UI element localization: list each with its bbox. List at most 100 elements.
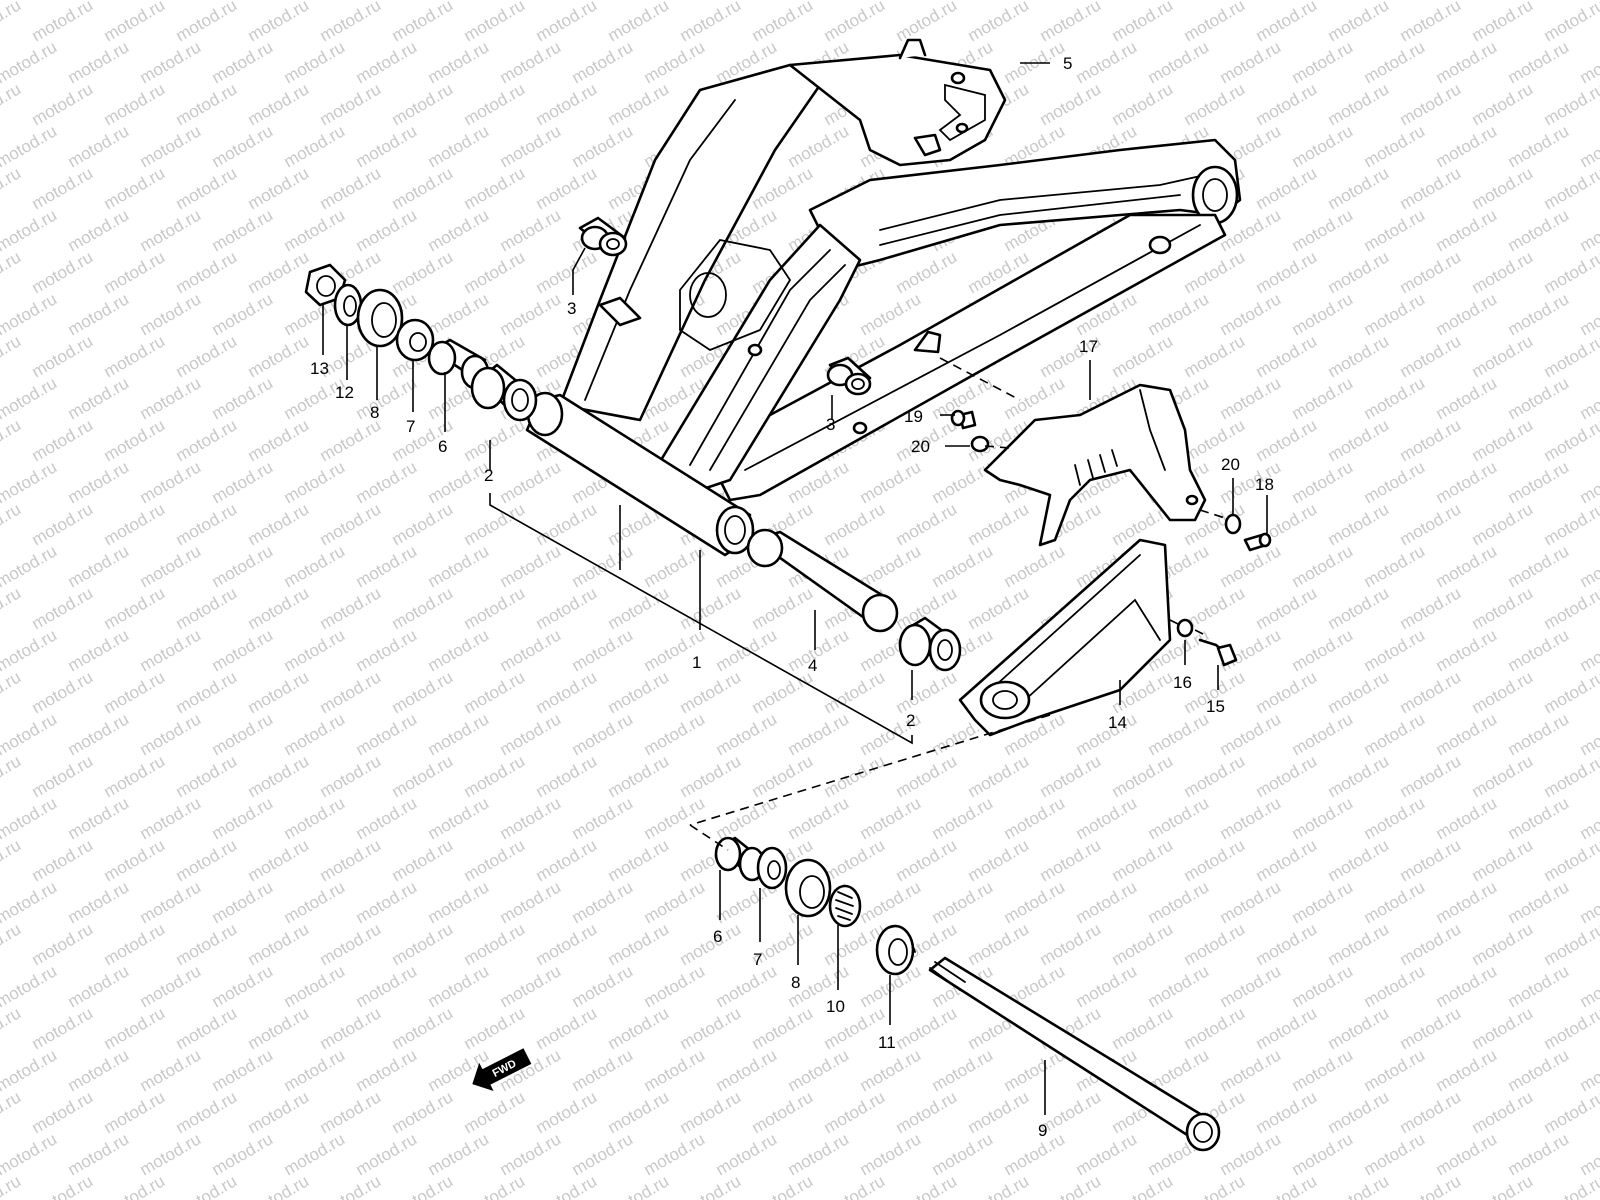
- watermark-text: motod.ru: [1289, 457, 1357, 507]
- watermark-text: motod.ru: [893, 1003, 961, 1053]
- watermark-text: motod.ru: [929, 1129, 997, 1179]
- watermark-text: motod.ru: [209, 205, 277, 255]
- watermark-text: motod.ru: [0, 37, 60, 87]
- watermark-text: motod.ru: [1325, 331, 1393, 381]
- watermark-text: motod.ru: [893, 835, 961, 885]
- watermark-text: motod.ru: [0, 835, 24, 885]
- watermark-text: motod.ru: [0, 1087, 24, 1137]
- watermark-text: motod.ru: [29, 79, 97, 129]
- watermark-text: motod.ru: [1397, 499, 1465, 549]
- watermark-text: motod.ru: [0, 667, 24, 717]
- seal-8-lower: [784, 858, 832, 918]
- watermark-text: motod.ru: [137, 1045, 205, 1095]
- watermark-text: motod.ru: [1145, 709, 1213, 759]
- seal-8-left: [356, 288, 404, 348]
- watermark-text: motod.ru: [1217, 373, 1285, 423]
- watermark-text: motod.ru: [281, 1129, 349, 1179]
- washer-20-upper: [970, 435, 990, 453]
- watermark-text: motod.ru: [857, 289, 925, 339]
- watermark-text: motod.ru: [1397, 1087, 1465, 1137]
- watermark-text: motod.ru: [569, 877, 637, 927]
- watermark-text: motod.ru: [0, 793, 60, 843]
- watermark-text: motod.ru: [317, 415, 385, 465]
- callout-1: 1: [692, 653, 701, 672]
- watermark-text: motod.ru: [497, 541, 565, 591]
- watermark-text: motod.ru: [605, 751, 673, 801]
- watermark-text: motod.ru: [1433, 289, 1501, 339]
- watermark-text: motod.ru: [245, 919, 313, 969]
- watermark-text: motod.ru: [1505, 289, 1573, 339]
- watermark-text: motod.ru: [1361, 541, 1429, 591]
- watermark-text: motod.ru: [101, 919, 169, 969]
- watermark-text: motod.ru: [245, 1171, 313, 1200]
- watermark-text: motod.ru: [137, 1129, 205, 1179]
- watermark-text: motod.ru: [1505, 1045, 1573, 1095]
- watermark-text: motod.ru: [209, 625, 277, 675]
- watermark-text: motod.ru: [1253, 667, 1321, 717]
- watermark-text: motod.ru: [533, 499, 601, 549]
- watermark-text: motod.ru: [389, 583, 457, 633]
- watermark-text: motod.ru: [353, 709, 421, 759]
- watermark-text: motod.ru: [893, 667, 961, 717]
- watermark-text: motod.ru: [65, 961, 133, 1011]
- watermark-text: motod.ru: [1469, 0, 1537, 45]
- watermark-text: motod.ru: [0, 247, 24, 297]
- watermark-text: motod.ru: [1469, 79, 1537, 129]
- watermark-text: motod.ru: [1001, 541, 1069, 591]
- watermark-text: motod.ru: [1469, 667, 1537, 717]
- watermark-text: motod.ru: [1037, 751, 1105, 801]
- callout-20-right: 20: [1221, 455, 1240, 474]
- bushing-3-upper: [578, 216, 628, 257]
- watermark-text: motod.ru: [101, 79, 169, 129]
- watermark-text: motod.ru: [29, 1171, 97, 1200]
- watermark-text: motod.ru: [1433, 961, 1501, 1011]
- watermark-text: motod.ru: [605, 0, 673, 45]
- watermark-text: motod.ru: [1433, 1045, 1501, 1095]
- collar-16: [1176, 618, 1194, 638]
- watermark-text: motod.ru: [461, 835, 529, 885]
- callout-20-upper: 20: [911, 437, 930, 456]
- watermark-text: motod.ru: [245, 835, 313, 885]
- watermark-text: motod.ru: [461, 163, 529, 213]
- watermark-text: motod.ru: [65, 205, 133, 255]
- watermark-text: motod.ru: [1253, 1171, 1321, 1200]
- watermark-text: motod.ru: [65, 877, 133, 927]
- watermark-text: motod.ru: [1325, 163, 1393, 213]
- watermark-text: motod.ru: [461, 1087, 529, 1137]
- watermark-text: motod.ru: [425, 961, 493, 1011]
- watermark-text: motod.ru: [1325, 751, 1393, 801]
- watermark-text: motod.ru: [677, 1171, 745, 1200]
- watermark-text: motod.ru: [1541, 0, 1600, 45]
- watermark-text: motod.ru: [569, 793, 637, 843]
- watermark-text: motod.ru: [245, 751, 313, 801]
- watermark-text: motod.ru: [1145, 289, 1213, 339]
- screw-19: [950, 409, 977, 430]
- watermark-text: motod.ru: [173, 919, 241, 969]
- watermark-text: motod.ru: [533, 751, 601, 801]
- watermark-text: motod.ru: [965, 0, 1033, 45]
- watermark-text: motod.ru: [0, 583, 24, 633]
- watermark-text: motod.ru: [569, 1129, 637, 1179]
- watermark-text: motod.ru: [1469, 415, 1537, 465]
- bolt-15: [1198, 638, 1238, 667]
- watermark-text: motod.ru: [1253, 0, 1321, 45]
- watermark-text: motod.ru: [1433, 709, 1501, 759]
- watermark-text: motod.ru: [749, 667, 817, 717]
- watermark-text: motod.ru: [965, 919, 1033, 969]
- watermark-text: motod.ru: [1037, 835, 1105, 885]
- watermark-text: motod.ru: [137, 961, 205, 1011]
- watermark-text: motod.ru: [1289, 121, 1357, 171]
- watermark-text: motod.ru: [569, 961, 637, 1011]
- callout-7-lower: 7: [753, 950, 762, 969]
- watermark-text: motod.ru: [1325, 247, 1393, 297]
- watermark-text: motod.ru: [497, 289, 565, 339]
- watermark-text: motod.ru: [1073, 709, 1141, 759]
- watermark-text: motod.ru: [497, 37, 565, 87]
- watermark-text: motod.ru: [173, 835, 241, 885]
- watermark-text: motod.ru: [785, 709, 853, 759]
- watermark-text: motod.ru: [173, 667, 241, 717]
- watermark-text: motod.ru: [137, 457, 205, 507]
- watermark-text: motod.ru: [173, 163, 241, 213]
- watermark-text: motod.ru: [173, 499, 241, 549]
